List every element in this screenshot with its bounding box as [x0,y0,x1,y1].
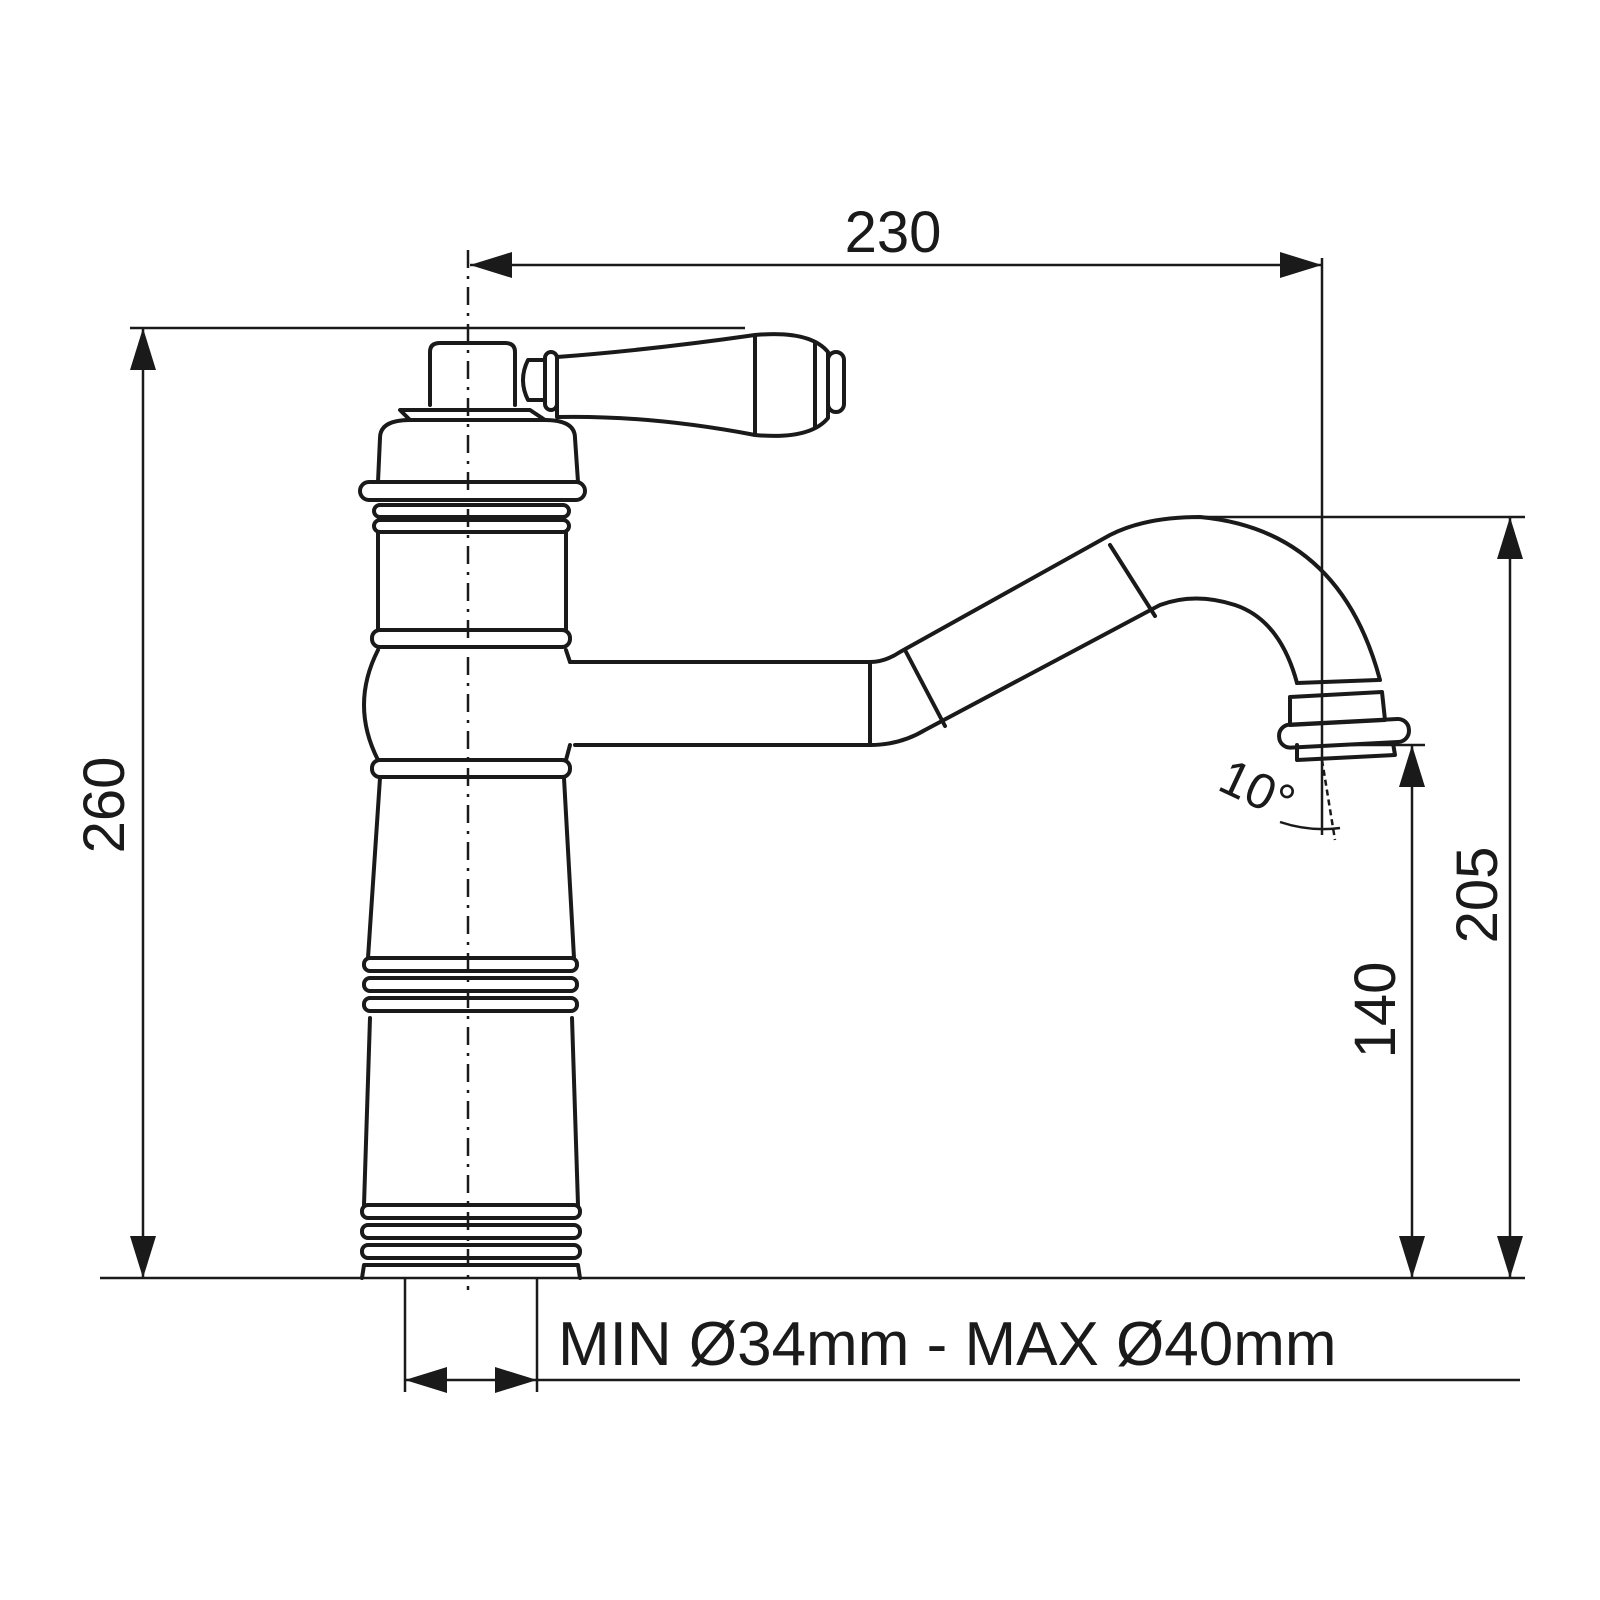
faucet-body [358,341,587,1280]
dimension-label-140: 140 [1343,962,1408,1059]
dimension-lines [100,252,1525,1393]
dimension-label-230: 230 [845,200,942,265]
dimension-label-205: 205 [1445,847,1510,944]
angle-label: 10° [1211,748,1303,831]
hole-diameter-label: MIN Ø34mm - MAX Ø40mm [558,1310,1337,1379]
lever-handle [521,332,846,438]
dimension-label-260: 260 [72,757,137,854]
spout [568,515,1411,762]
